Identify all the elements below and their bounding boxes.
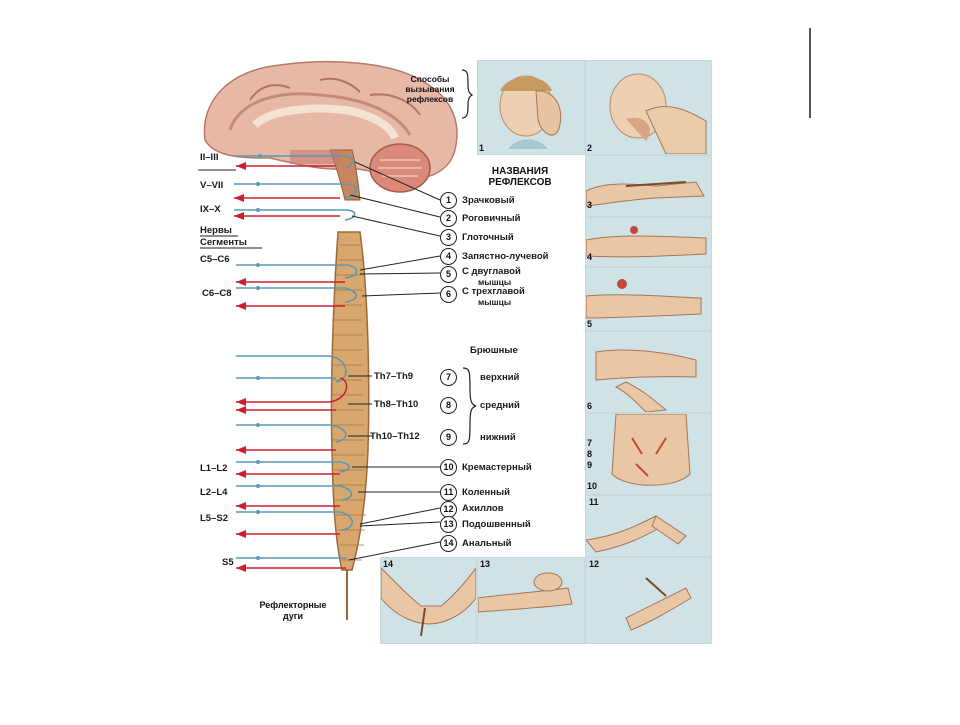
panel-corneal xyxy=(585,60,712,155)
reflex-name: Ахиллов xyxy=(462,503,504,514)
reflex-number: 6 xyxy=(440,286,457,303)
reflex-arcs-caption: Рефлекторные дуги xyxy=(259,600,327,621)
segment-th8-th10: Th8–Th10 xyxy=(374,399,419,410)
segment-l1-l2: L1–L2 xyxy=(200,463,228,474)
nerve-label-cranial-5-7: V–VII xyxy=(200,180,224,191)
reflex-number: 1 xyxy=(440,192,457,209)
reflex-name-line2: мышцы xyxy=(478,297,512,307)
segments-label: Сегменты xyxy=(200,237,247,248)
panel-number: 3 xyxy=(587,200,593,210)
reflex-names-heading: НАЗВАНИЯ РЕФЛЕКСОВ xyxy=(488,166,552,188)
reflex-name: средний xyxy=(480,400,520,411)
reflex-number: 5 xyxy=(440,266,457,283)
segment-l5-s2: L5–S2 xyxy=(200,513,228,524)
segment-c5-c6: C5–C6 xyxy=(200,254,230,265)
panel-number: 8 xyxy=(587,449,593,459)
panel-number: 4 xyxy=(587,252,593,262)
panel-number: 1 xyxy=(479,143,485,153)
panel-anal xyxy=(380,557,477,644)
panel-number: 13 xyxy=(480,559,491,569)
reflex-name: Зрачковый xyxy=(462,195,515,206)
reflex-number: 10 xyxy=(440,459,457,476)
connector-lines xyxy=(348,161,441,561)
panel-number: 10 xyxy=(587,481,598,491)
nerves-label: Нервы xyxy=(200,225,232,236)
panel-number: 9 xyxy=(587,460,593,470)
reflex-number: 11 xyxy=(440,484,457,501)
reflex-name: Глоточный xyxy=(462,232,514,243)
reflex-name: Запястно-лучевой xyxy=(462,251,549,262)
brain-illustration xyxy=(203,61,458,201)
methods-label: Способы вызывания рефлексов xyxy=(405,74,455,104)
reflex-name: Подошвенный xyxy=(462,519,531,530)
panel-abdominal xyxy=(585,413,712,495)
reflex-number: 4 xyxy=(440,248,457,265)
reflex-name-line2: мышцы xyxy=(478,277,512,287)
reflex-number: 2 xyxy=(440,210,457,227)
panel-achilles xyxy=(585,557,712,644)
panel-number: 6 xyxy=(587,401,593,411)
panel-triceps xyxy=(585,331,712,413)
panel-carporadial xyxy=(585,217,712,267)
segment-c6-c8: C6–C8 xyxy=(202,288,232,299)
arrow-heads xyxy=(234,154,262,572)
panel-number: 14 xyxy=(383,559,394,569)
panel-plantar xyxy=(477,557,585,644)
panel-biceps xyxy=(585,267,712,331)
reflex-name: Коленный xyxy=(462,487,510,498)
reflex-name: верхний xyxy=(480,372,520,383)
reflex-name: нижний xyxy=(480,432,516,443)
reflex-name: Анальный xyxy=(462,538,512,549)
panel-number: 12 xyxy=(589,559,600,569)
reflex-name: Кремастерный xyxy=(462,462,532,473)
abdominal-brace xyxy=(462,367,477,445)
panel-number: 5 xyxy=(587,319,593,329)
panel-pharyngeal xyxy=(585,155,712,217)
reflex-name: Роговичный xyxy=(462,213,521,224)
panel-pupillary xyxy=(477,60,585,155)
panel-knee xyxy=(585,495,712,557)
panel-number: 11 xyxy=(589,497,599,507)
panel-number: 7 xyxy=(587,438,593,448)
reflex-number: 13 xyxy=(440,516,457,533)
reflex-number: 8 xyxy=(440,397,457,414)
reflex-name: С двуглавой xyxy=(462,266,521,277)
segment-th10-th12: Th10–Th12 xyxy=(370,431,420,442)
segment-th7-th9: Th7–Th9 xyxy=(374,371,414,382)
segment-l2-l4: L2–L4 xyxy=(200,487,228,498)
panel-number: 2 xyxy=(587,143,593,153)
reflex-number: 14 xyxy=(440,535,457,552)
reflex-number: 7 xyxy=(440,369,457,386)
reflex-number: 9 xyxy=(440,429,457,446)
methods-brace xyxy=(461,69,474,119)
nerve-label-cranial-2-3: II–III xyxy=(200,152,219,163)
nerve-pathways xyxy=(234,155,358,569)
abdominal-label: Брюшные xyxy=(470,345,518,356)
nerve-label-cranial-9-10: IX–X xyxy=(200,204,221,215)
reflex-name: С трехглавой xyxy=(462,286,525,297)
reflex-number: 3 xyxy=(440,229,457,246)
segment-s5: S5 xyxy=(222,557,234,568)
